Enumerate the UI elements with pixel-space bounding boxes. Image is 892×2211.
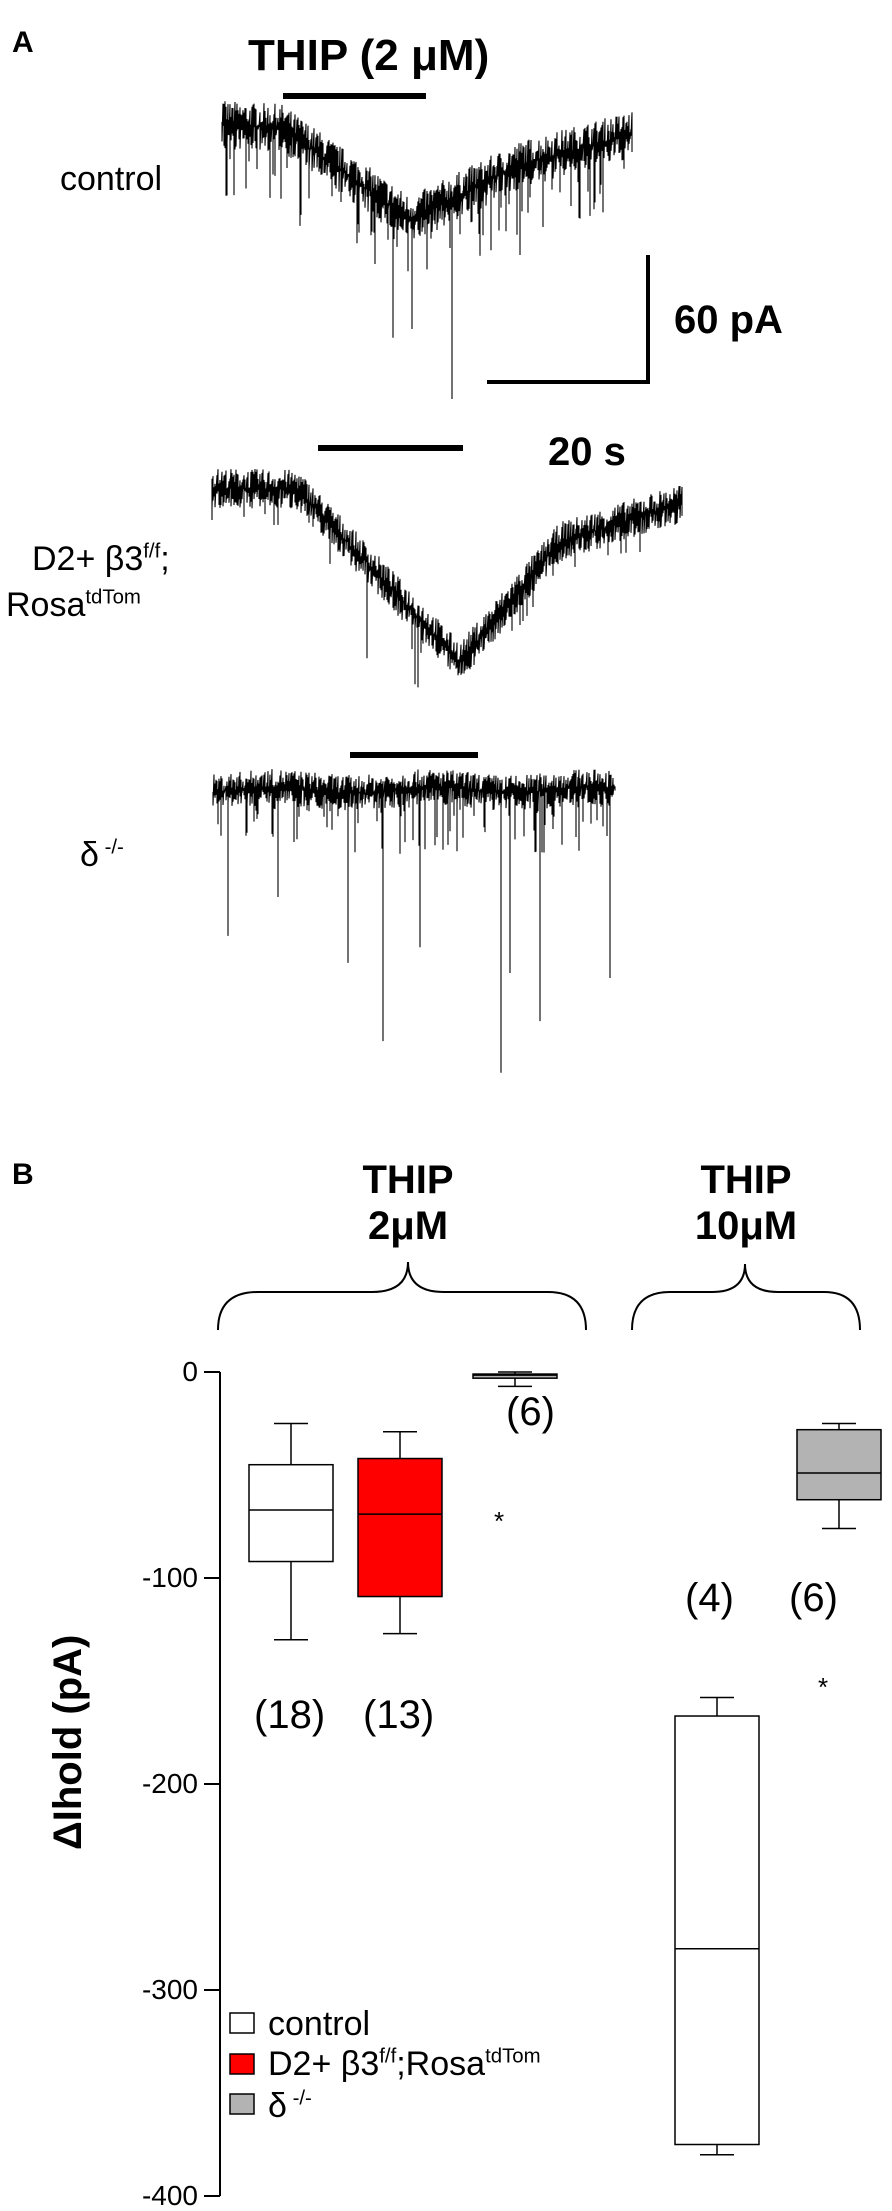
group-label-10um-line2: 10μM — [694, 1204, 798, 1248]
y-tick-label: -300 — [141, 1974, 198, 2005]
group-label-10um-line1: THIP — [700, 1158, 792, 1202]
legend — [229, 2012, 255, 2115]
y-axis — [204, 1371, 221, 2197]
scale-bar — [487, 255, 650, 384]
scale-bar-current-label: 60 pA — [674, 298, 783, 342]
box-0 — [248, 1422, 334, 1641]
trace-label-d2b3-line1: D2+ β3f/f; — [32, 540, 170, 578]
n-label: (4) — [685, 1576, 734, 1620]
trace-label-control: control — [60, 160, 163, 198]
drug-title: THIP (2 μM) — [248, 31, 490, 80]
significance-marker: * — [818, 1672, 828, 1702]
scale-bar-time-label: 20 s — [548, 430, 626, 474]
n-label: (13) — [363, 1693, 435, 1737]
trace-label-d2b3-line2: RosatdTom — [6, 586, 141, 624]
group-label-2um-line1: THIP — [362, 1158, 454, 1202]
box-2 — [472, 1371, 558, 1388]
legend-label-control: control — [268, 2005, 371, 2043]
n-label: (6) — [789, 1576, 838, 1620]
box-iqr — [248, 1463, 334, 1563]
legend-swatch-control — [229, 2012, 255, 2034]
annotations-layer: ** — [494, 1506, 828, 1702]
group-brace-2um — [217, 1261, 587, 1331]
trace-delta — [212, 769, 616, 1073]
group-brace-10um — [631, 1263, 861, 1331]
panel-b-label: B — [12, 1158, 34, 1191]
trace-label-delta: δ -/- — [80, 836, 124, 874]
n-label: (6) — [506, 1390, 555, 1434]
boxes-layer — [248, 1371, 882, 2156]
significance-marker: * — [494, 1506, 504, 1536]
y-tick-label: -400 — [141, 2180, 198, 2211]
legend-label-d2b3: D2+ β3f/f;RosatdTom — [268, 2045, 541, 2083]
y-axis-label: ΔIhold (pA) — [46, 1634, 90, 1850]
panel-a-label: A — [12, 26, 34, 59]
trace-control — [221, 101, 633, 399]
box-1 — [357, 1430, 443, 1635]
box-iqr — [674, 1715, 760, 2146]
legend-swatch-d2b3 — [229, 2053, 255, 2075]
box-3 — [674, 1696, 760, 2156]
y-tick-label: -200 — [141, 1768, 198, 1799]
box-4 — [796, 1422, 882, 1530]
y-tick-label: 0 — [182, 1356, 198, 1387]
box-iqr — [472, 1373, 558, 1379]
group-label-2um-line2: 2μM — [367, 1204, 449, 1248]
y-tick-label: -100 — [141, 1562, 198, 1593]
n-label: (18) — [254, 1693, 326, 1737]
legend-swatch-delta — [229, 2093, 255, 2115]
box-iqr — [357, 1457, 443, 1598]
trace-d2b3 — [211, 468, 683, 688]
legend-label-delta: δ -/- — [268, 2087, 312, 2125]
box-iqr — [796, 1428, 882, 1501]
